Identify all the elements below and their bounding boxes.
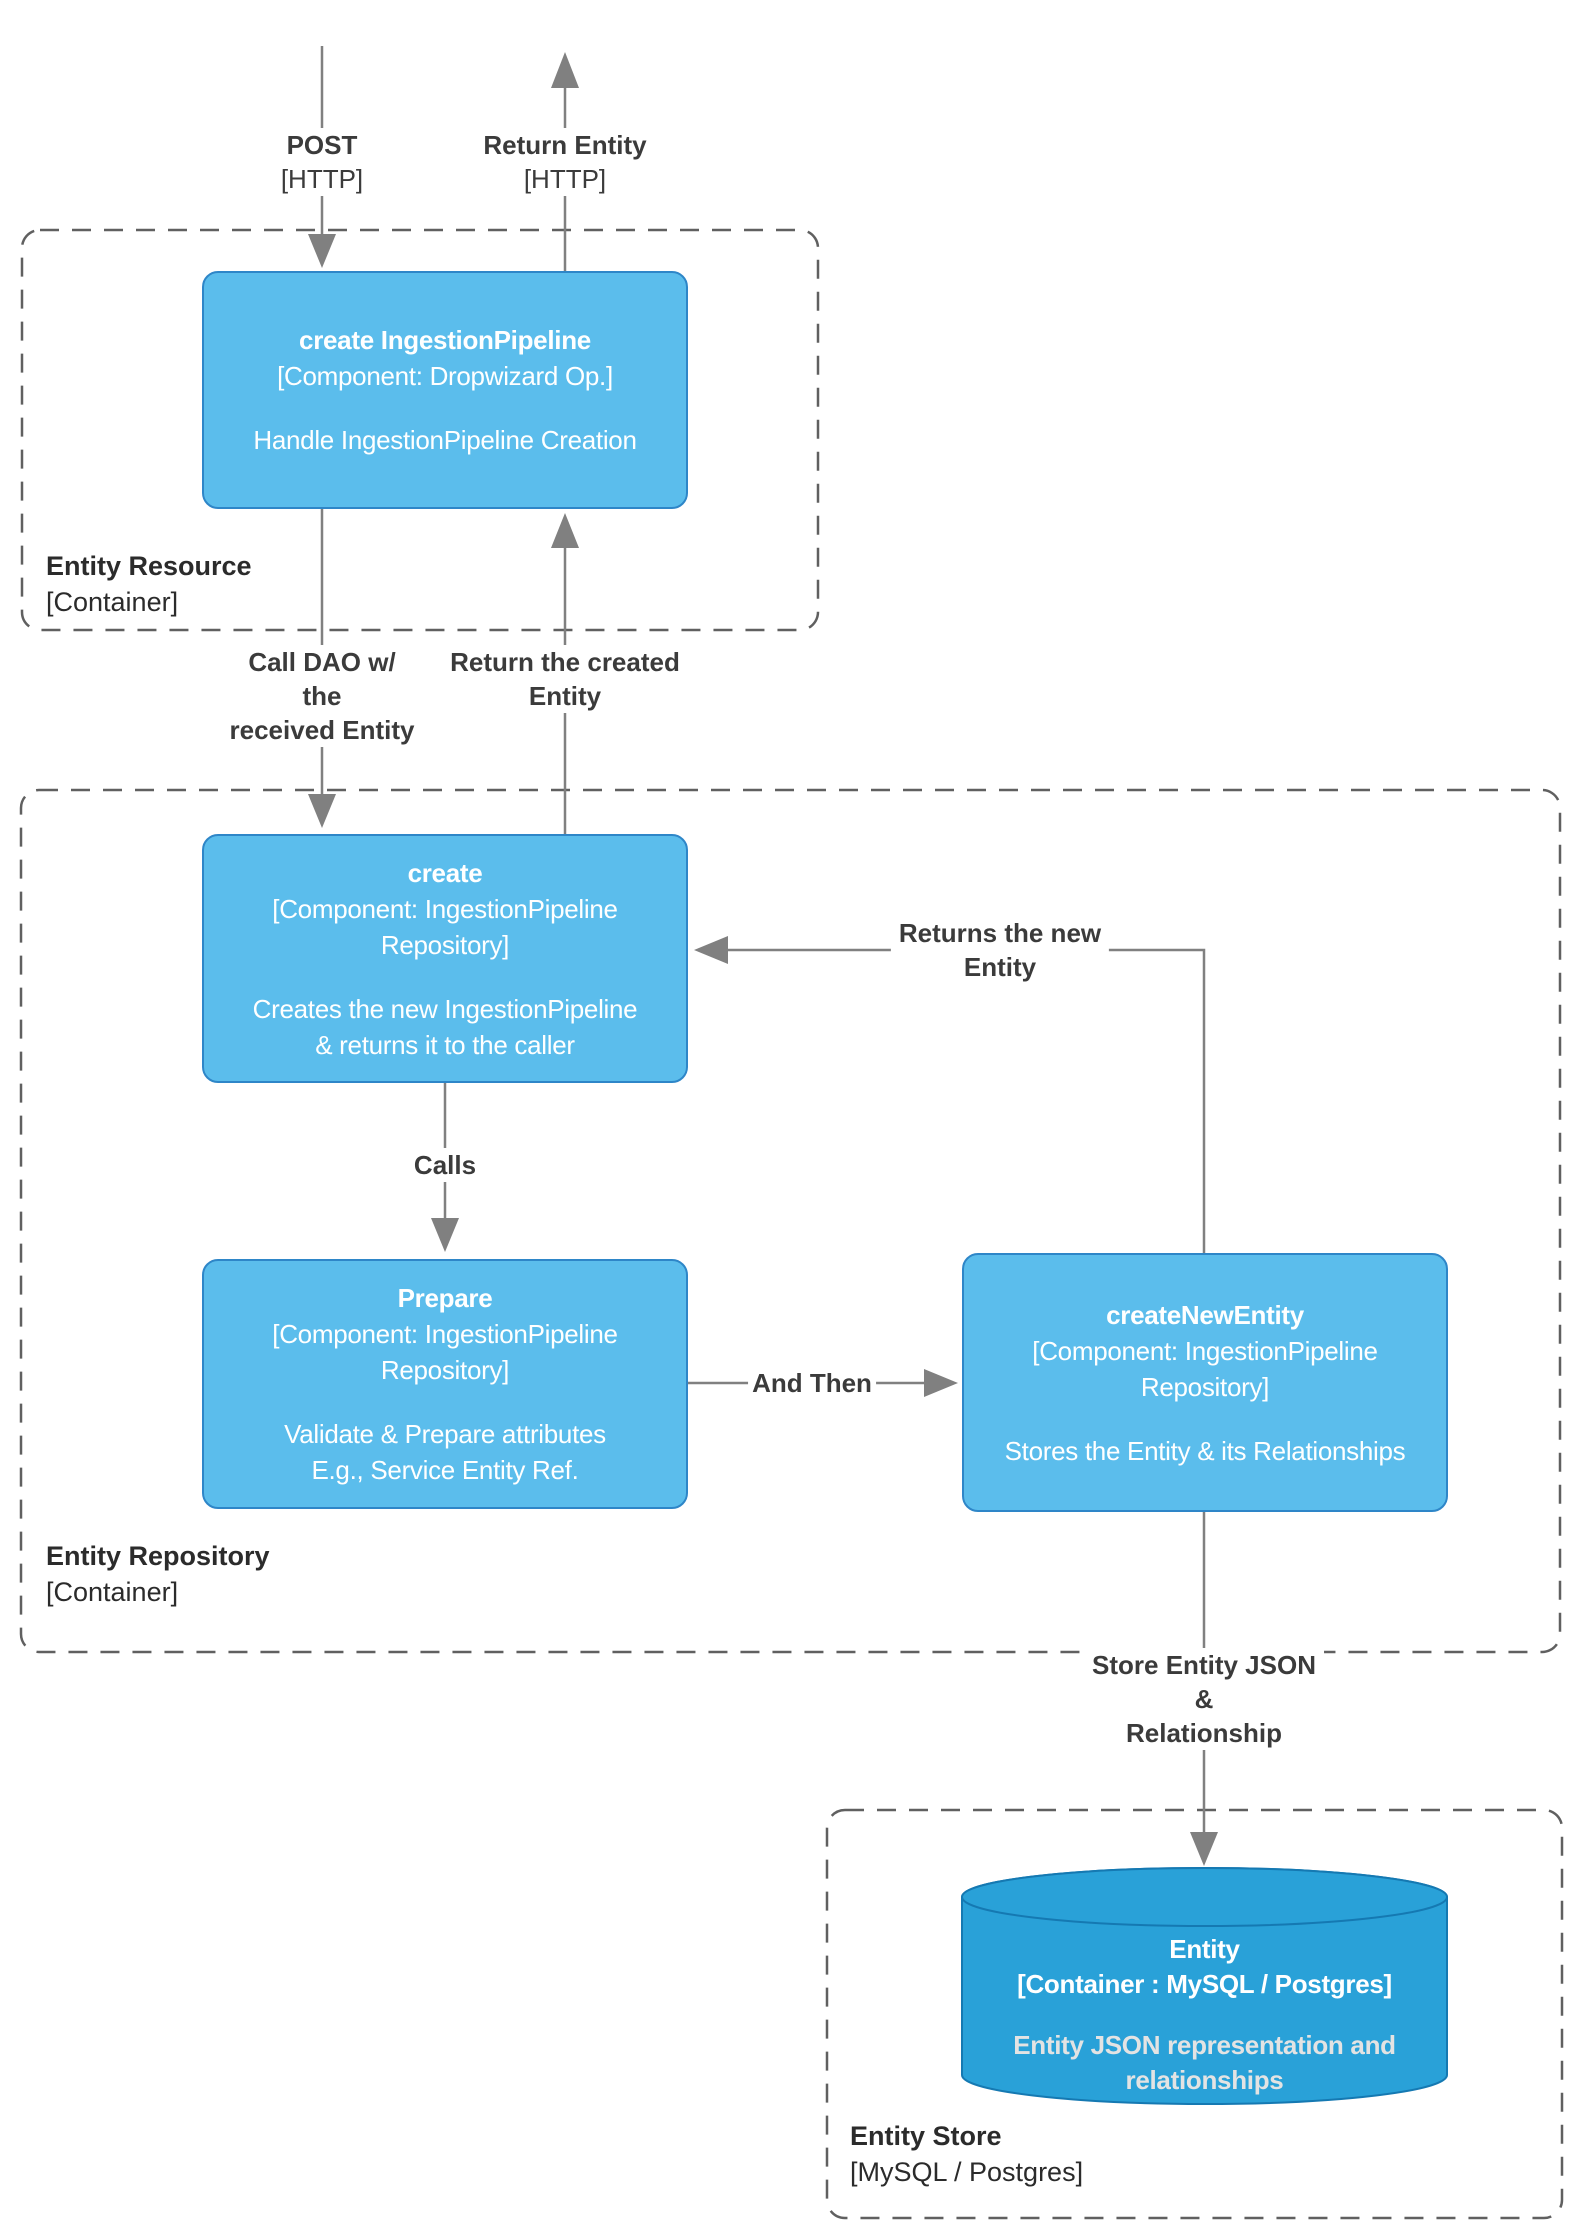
- returns-new-arrowhead: [694, 936, 728, 964]
- node-description: Validate & Prepare attributes: [284, 1419, 606, 1449]
- database-cylinder-icon: [960, 1867, 1449, 2105]
- container-subtitle: [Container]: [46, 1577, 179, 1607]
- edge-label-line: received Entity: [229, 715, 415, 745]
- node-meta: [Component: IngestionPipeline: [272, 893, 618, 924]
- node-meta: Repository]: [1140, 1371, 1270, 1402]
- node-meta: [Component: IngestionPipeline: [272, 1319, 618, 1349]
- node-create: create [Component: IngestionPipeline Rep…: [202, 834, 688, 1083]
- entity-store-boundary: [825, 1808, 1564, 2220]
- node-title: Prepare: [397, 1283, 493, 1313]
- return-entity-arrowhead: [551, 52, 579, 88]
- node-create-ingestion-pipeline: create IngestionPipeline [Component: Dro…: [202, 271, 688, 509]
- container-subtitle: [Container]: [46, 587, 179, 617]
- edge-label-returns-new-entity: Returns the new Entity: [890, 916, 1110, 984]
- edge-label-line: Return Entity: [483, 130, 647, 160]
- edge-label-call-dao: Call DAO w/ the received Entity: [221, 645, 423, 747]
- node-create-new-entity: createNewEntity [Component: IngestionPip…: [962, 1253, 1448, 1512]
- edge-label-return-created: Return the created Entity: [442, 645, 688, 713]
- entity-store-label: Entity Store [MySQL / Postgres]: [850, 2118, 1083, 2190]
- edge-label-line: Call DAO w/: [248, 647, 396, 677]
- and-then-arrowhead: [924, 1369, 958, 1397]
- node-description: Stores the Entity & its Relationships: [1004, 1435, 1406, 1466]
- node-meta: [Component: Dropwizard Op.]: [277, 361, 613, 391]
- entity-repository-label: Entity Repository [Container]: [46, 1538, 270, 1610]
- container-subtitle: [MySQL / Postgres]: [850, 2157, 1084, 2187]
- node-description: Handle IngestionPipeline Creation: [253, 425, 637, 455]
- edge-label-and-then: And Then: [748, 1366, 876, 1400]
- node-description: E.g., Service Entity Ref.: [311, 1455, 579, 1485]
- database-text: Entity [Container : MySQL / Postgres] En…: [960, 1932, 1449, 2098]
- edge-label-line: Calls: [413, 1150, 477, 1180]
- node-meta: Repository]: [380, 1355, 510, 1385]
- return-created-arrowhead: [551, 513, 579, 548]
- node-entity-database: Entity [Container : MySQL / Postgres] En…: [960, 1866, 1449, 2106]
- edge-label-line: [HTTP]: [280, 164, 364, 194]
- node-description: relationships: [1125, 2065, 1284, 2095]
- edge-label-line: the: [302, 681, 342, 711]
- edge-label-line: Entity: [528, 681, 602, 711]
- node-meta: [Container : MySQL / Postgres]: [1017, 1969, 1392, 1999]
- node-prepare: Prepare [Component: IngestionPipeline Re…: [202, 1259, 688, 1509]
- node-title: Entity: [1169, 1934, 1240, 1964]
- node-spacer: [960, 2002, 1449, 2028]
- edge-label-line: Return the created: [450, 647, 680, 677]
- edge-label-line: Entity: [963, 952, 1037, 982]
- container-title: Entity Repository: [46, 1541, 270, 1571]
- node-description: & returns it to the caller: [315, 1029, 575, 1060]
- call-dao-arrowhead: [308, 794, 336, 828]
- node-title: createNewEntity: [1106, 1299, 1304, 1330]
- node-description: Creates the new IngestionPipeline: [252, 993, 638, 1024]
- edge-label-line: &: [1194, 1684, 1214, 1714]
- edge-label-line: Relationship: [1125, 1718, 1282, 1748]
- container-title: Entity Store: [850, 2121, 1002, 2151]
- node-meta: [Component: IngestionPipeline: [1032, 1335, 1378, 1366]
- edge-label-line: And Then: [752, 1368, 872, 1398]
- edge-label-store-entity-json: Store Entity JSON & Relationship: [1084, 1648, 1324, 1750]
- entity-repository-boundary: [19, 788, 1562, 1654]
- edge-label-line: Store Entity JSON: [1092, 1650, 1316, 1680]
- node-meta: Repository]: [380, 929, 510, 960]
- edge-label-line: [HTTP]: [523, 164, 607, 194]
- edge-label-post: POST [HTTP]: [272, 128, 372, 196]
- node-description: Entity JSON representation and: [1013, 2030, 1396, 2060]
- edge-label-line: Returns the new: [898, 918, 1102, 948]
- edge-label-return-entity: Return Entity [HTTP]: [475, 128, 655, 196]
- entity-resource-boundary: [20, 228, 820, 632]
- returns-new-arrow-line: [728, 948, 1206, 1253]
- calls-arrowhead: [431, 1218, 459, 1252]
- node-title: create: [407, 857, 483, 888]
- cylinder-top-ellipse: [960, 1867, 1449, 1927]
- container-title: Entity Resource: [46, 551, 252, 581]
- post-arrowhead: [308, 234, 336, 268]
- node-title: create IngestionPipeline: [299, 325, 591, 355]
- entity-resource-label: Entity Resource [Container]: [46, 548, 252, 620]
- edge-label-calls: Calls: [405, 1148, 485, 1182]
- edge-label-line: POST: [286, 130, 358, 160]
- store-json-arrowhead: [1190, 1832, 1218, 1866]
